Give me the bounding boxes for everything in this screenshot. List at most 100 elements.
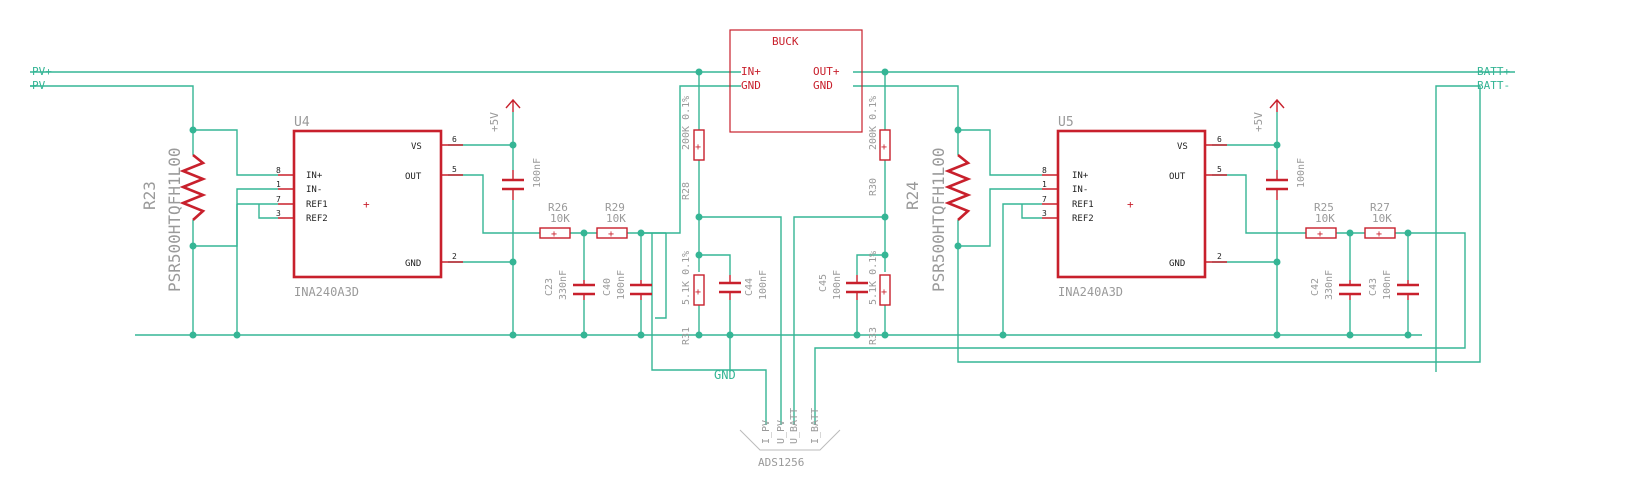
- r28-value: 200K 0.1%: [681, 96, 692, 150]
- resistor-r29: + R29 10K: [596, 201, 628, 240]
- u5-pin-vs: VS: [1177, 142, 1188, 152]
- resistor-body: [879, 274, 891, 306]
- junction-dot: [1273, 141, 1281, 149]
- u5-pin-num-3: 3: [1042, 209, 1047, 218]
- junction-dot: [189, 126, 197, 134]
- adc-name: ADS1256: [758, 456, 804, 469]
- adc-signal-u-pv: U_PV: [776, 420, 787, 444]
- resistor-r25: + R25 10K: [1305, 201, 1337, 240]
- c23-ref: C23: [544, 278, 555, 296]
- junction-dot: [881, 213, 889, 221]
- r30-value: 200K 0.1%: [868, 96, 879, 150]
- cap-c45: C45 100nF: [818, 270, 868, 300]
- r24-value: PSR500HTQFH1L00: [929, 148, 948, 293]
- buck-module: BUCK IN+ GND OUT+ GND: [729, 29, 863, 133]
- resistor-body: [693, 274, 705, 306]
- u5-origin-mark: +: [1127, 198, 1134, 211]
- c42-ref: C42: [1310, 278, 1321, 296]
- supply-u4-label: +5V: [488, 112, 501, 132]
- u4-pin-out: OUT: [405, 172, 422, 182]
- junction-dot: [1346, 331, 1354, 339]
- u5-pin-num-2: 2: [1217, 252, 1222, 261]
- u4-pin-in-neg: IN-: [306, 185, 322, 195]
- adc-signal-u-batt: U_BATT: [789, 408, 800, 444]
- resistor-r27: + R27 10K: [1364, 201, 1396, 240]
- net-label-pv-pos: PV+: [32, 65, 52, 78]
- u4-pin-num-2: 2: [452, 252, 457, 261]
- c42-value: 330nF: [1324, 270, 1335, 300]
- resistor-r28: + 200K 0.1% R28: [681, 96, 705, 200]
- junction-dot: [695, 213, 703, 221]
- junction-dot: [1346, 229, 1354, 237]
- buck-pin-in-pos: IN+: [741, 65, 761, 78]
- r30-ref: R30: [868, 178, 879, 196]
- resistor-body: [596, 227, 628, 239]
- u4-pin-num-6: 6: [452, 135, 457, 144]
- adc-signal-i-pv: I_PV: [761, 420, 772, 444]
- capacitor-icon: [846, 281, 868, 294]
- resistor-polarity-mark: +: [551, 229, 557, 240]
- junction-dot: [1273, 331, 1281, 339]
- u4-pin-gnd: GND: [405, 259, 421, 269]
- capacitor-icon: [1397, 283, 1419, 296]
- junction-dot: [726, 331, 734, 339]
- r27-value: 10K: [1372, 212, 1392, 225]
- junction-dot: [509, 258, 517, 266]
- buck-box: [729, 29, 863, 133]
- buck-pin-gnd-in: GND: [741, 79, 761, 92]
- c23-value: 330nF: [558, 270, 569, 300]
- resistor-zigzag-icon: [944, 153, 972, 221]
- u4-pin-in-pos: IN+: [306, 171, 323, 181]
- junction-dot: [853, 331, 861, 339]
- junction-dot: [509, 141, 517, 149]
- u4-pin-num-5: 5: [452, 165, 457, 174]
- adc-connector: I_PV U_PV U_BATT I_BATT ADS1256: [739, 408, 841, 469]
- r26-ref: R26: [548, 201, 568, 214]
- u5-ref: U5: [1058, 115, 1074, 130]
- junction-dot: [580, 229, 588, 237]
- cap-u4-bypass-value: 100nF: [532, 158, 543, 188]
- u5-pin-in-pos: IN+: [1072, 171, 1089, 181]
- c43-value: 100nF: [1382, 270, 1393, 300]
- cap-c23: C23 330nF: [544, 270, 595, 300]
- junction-dot: [695, 251, 703, 259]
- u5-pin-ref1: REF1: [1072, 200, 1094, 210]
- r33-value: 5.1K 0.1%: [868, 251, 879, 305]
- buck-name: BUCK: [772, 35, 799, 48]
- u4-pin-num-8: 8: [276, 166, 281, 175]
- capacitor-icon: [719, 281, 741, 294]
- resistor-polarity-mark: +: [1317, 229, 1323, 240]
- u5-pin-in-neg: IN-: [1072, 185, 1088, 195]
- shunt-r23: R23 PSR500HTQFH1L00: [140, 148, 207, 292]
- cap-u5-bypass: 100nF: [1266, 158, 1307, 200]
- junction-dot: [189, 242, 197, 250]
- resistor-r26: + R26 10K: [539, 201, 571, 240]
- supply-arrow-icon: [505, 98, 521, 112]
- u4-origin-mark: +: [363, 198, 370, 211]
- c43-ref: C43: [1368, 278, 1379, 296]
- u5-pin-num-6: 6: [1217, 135, 1222, 144]
- junction-dot: [695, 68, 703, 76]
- junction-dot: [233, 331, 241, 339]
- net-label-batt-neg: BATT-: [1477, 79, 1510, 92]
- r29-ref: R29: [605, 201, 625, 214]
- junction-dot: [881, 68, 889, 76]
- resistor-polarity-mark: +: [695, 287, 701, 298]
- junction-dot: [999, 331, 1007, 339]
- net-label-batt-pos: BATT+: [1477, 65, 1510, 78]
- junction-dot: [1273, 258, 1281, 266]
- u4-pin-num-1: 1: [276, 180, 281, 189]
- junction-dot: [637, 331, 645, 339]
- u5-pin-ref2: REF2: [1072, 214, 1094, 224]
- capacitor-icon: [630, 283, 652, 296]
- junction-dot: [954, 242, 962, 250]
- resistor-polarity-mark: +: [695, 142, 701, 153]
- resistor-r31: + 5.1K 0.1% R31: [681, 251, 705, 345]
- supply-u5-label: +5V: [1252, 112, 1265, 132]
- junction-dot: [189, 331, 197, 339]
- resistor-body: [1364, 227, 1396, 239]
- u4-chip: U4 INA240A3D + 8 1 7 3 IN+ IN- REF1 REF2…: [276, 115, 463, 299]
- cap-c43: C43 100nF: [1368, 270, 1419, 300]
- junction-dot: [695, 331, 703, 339]
